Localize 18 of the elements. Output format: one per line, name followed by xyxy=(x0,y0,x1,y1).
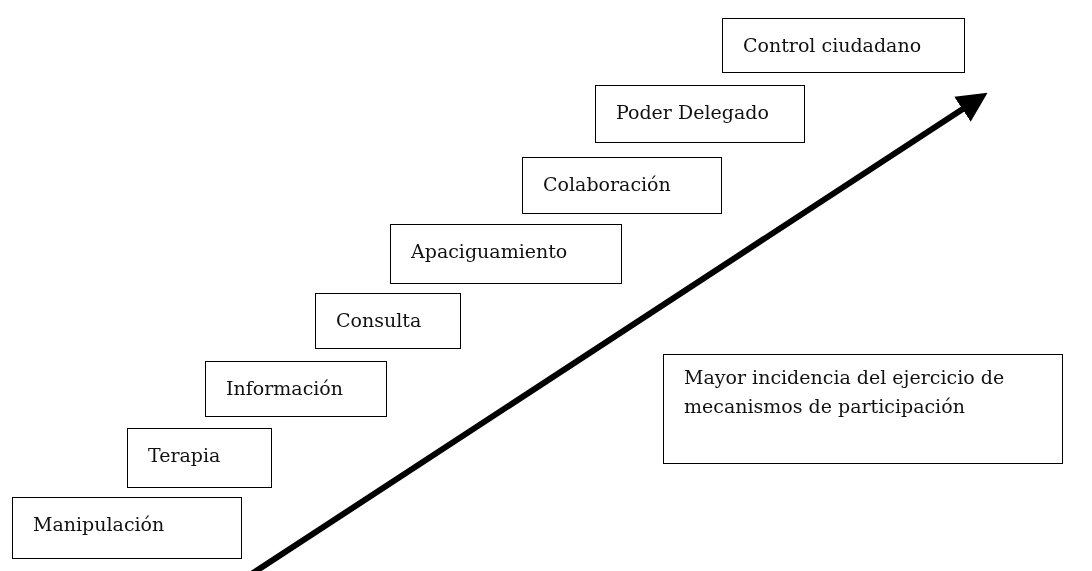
step-label: Colaboración xyxy=(543,172,671,197)
note-text: Mayor incidencia del ejercicio de mecanismos de participación xyxy=(684,365,1006,419)
step-box xyxy=(722,18,965,73)
step-box xyxy=(522,157,722,214)
step-label: Consulta xyxy=(336,308,422,333)
step-box xyxy=(390,224,622,284)
step-label: Terapia xyxy=(148,443,221,468)
step-box xyxy=(315,293,461,349)
step-label: Control ciudadano xyxy=(743,33,922,58)
step-box xyxy=(205,361,387,417)
step-label: Poder Delegado xyxy=(616,100,769,125)
step-box xyxy=(12,497,242,559)
step-label: Información xyxy=(226,376,344,401)
step-label: Apaciguamiento xyxy=(411,239,568,264)
step-box xyxy=(595,85,805,143)
step-box xyxy=(127,428,272,488)
step-label: Manipulación xyxy=(33,512,165,537)
note-box xyxy=(663,354,1063,464)
